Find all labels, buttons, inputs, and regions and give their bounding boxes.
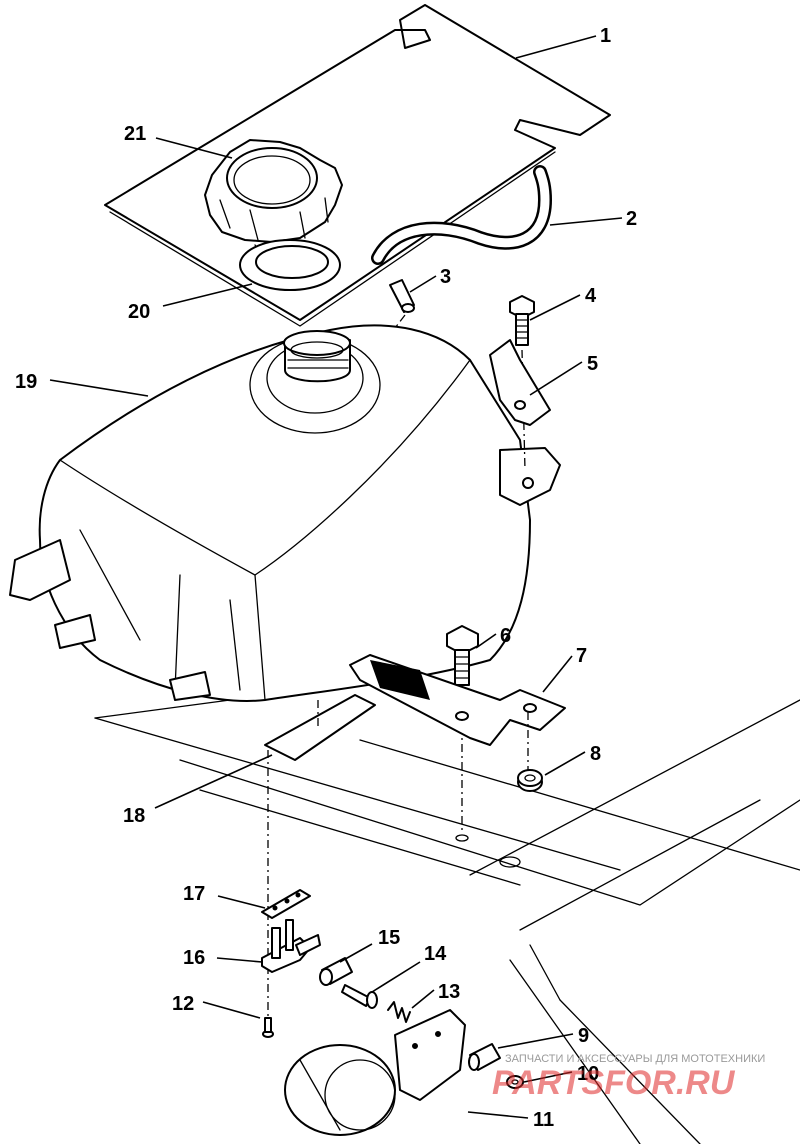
watermark-tagline: ЗАПЧАСТИ И АКСЕССУАРЫ ДЛЯ МОТОТЕХНИКИ: [505, 1053, 765, 1065]
callout-4: 4: [585, 285, 597, 307]
callout-numbers: 1 2 3 4 5 6 7 8 9 10 11 12 13 14 15 16 1…: [15, 25, 637, 1131]
part-13-spring: [387, 1001, 411, 1023]
part-9-knob: [468, 1043, 501, 1071]
leader-15: [339, 943, 373, 963]
callout-7: 7: [576, 645, 587, 667]
leader-2: [549, 217, 623, 226]
leader-5: [529, 361, 583, 396]
leader-19: [49, 379, 149, 397]
leader-7: [542, 655, 573, 693]
watermark-brand: PARTSFOR.RU: [492, 1064, 736, 1102]
part-5-bracket: [489, 339, 551, 426]
part-6-bolt: [446, 625, 479, 830]
leader-8: [544, 751, 586, 776]
part-19-fuel-tank: [9, 324, 561, 702]
callout-10: 10: [577, 1063, 599, 1085]
callout-16: 16: [183, 947, 205, 969]
leader-3: [409, 275, 437, 293]
part-15-knob: [319, 957, 353, 986]
leader-18: [154, 754, 273, 809]
part-20-cap-gasket: [239, 239, 341, 291]
leader-4: [529, 294, 581, 321]
callout-15: 15: [378, 927, 400, 949]
leader-6: [475, 633, 497, 649]
callout-21: 21: [124, 123, 146, 145]
callout-3: 3: [440, 266, 451, 288]
leader-10: [523, 1071, 573, 1083]
part-17-clamp-plate: [261, 889, 311, 919]
leader-20: [162, 283, 253, 307]
frame: [94, 699, 800, 1144]
part-18-pad: [264, 694, 376, 1030]
watermark: ЗАПЧАСТИ И АКСЕССУАРЫ ДЛЯ МОТОТЕХНИКИ PA…: [492, 1053, 765, 1102]
leader-21: [155, 137, 233, 159]
part-8-nut: [517, 769, 543, 792]
leader-16: [216, 957, 263, 963]
callout-14: 14: [424, 943, 447, 965]
leader-9: [497, 1033, 574, 1049]
part-16-fuel-valve: [261, 919, 321, 973]
callout-19: 19: [15, 371, 37, 393]
part-10-nut: [506, 1075, 524, 1089]
callout-9: 9: [578, 1025, 589, 1047]
callout-11: 11: [533, 1109, 554, 1131]
leader-11: [467, 1111, 529, 1119]
part-2-vent-hose: [371, 165, 553, 265]
leader-1: [515, 35, 597, 59]
callout-20: 20: [128, 301, 150, 323]
part-21-fuel-cap: [204, 139, 343, 281]
callout-12: 12: [172, 993, 194, 1015]
callout-18: 18: [123, 805, 145, 827]
leader-12: [202, 1001, 261, 1019]
callout-2: 2: [626, 208, 637, 230]
leader-13: [411, 989, 435, 1009]
part-14-shaft: [341, 984, 378, 1009]
part-7-strap-bracket: [349, 654, 566, 770]
callout-5: 5: [587, 353, 598, 375]
callout-6: 6: [500, 625, 511, 647]
callout-17: 17: [183, 883, 205, 905]
callout-13: 13: [438, 981, 460, 1003]
leader-lines: [49, 35, 623, 1119]
part-11-mount-plate: [284, 1009, 466, 1136]
leader-17: [217, 895, 266, 909]
leader-14: [371, 961, 421, 993]
part-1-cover-plate: [104, 4, 611, 327]
part-12-screw: [262, 1017, 274, 1038]
callout-1: 1: [600, 25, 611, 47]
callout-8: 8: [590, 743, 601, 765]
